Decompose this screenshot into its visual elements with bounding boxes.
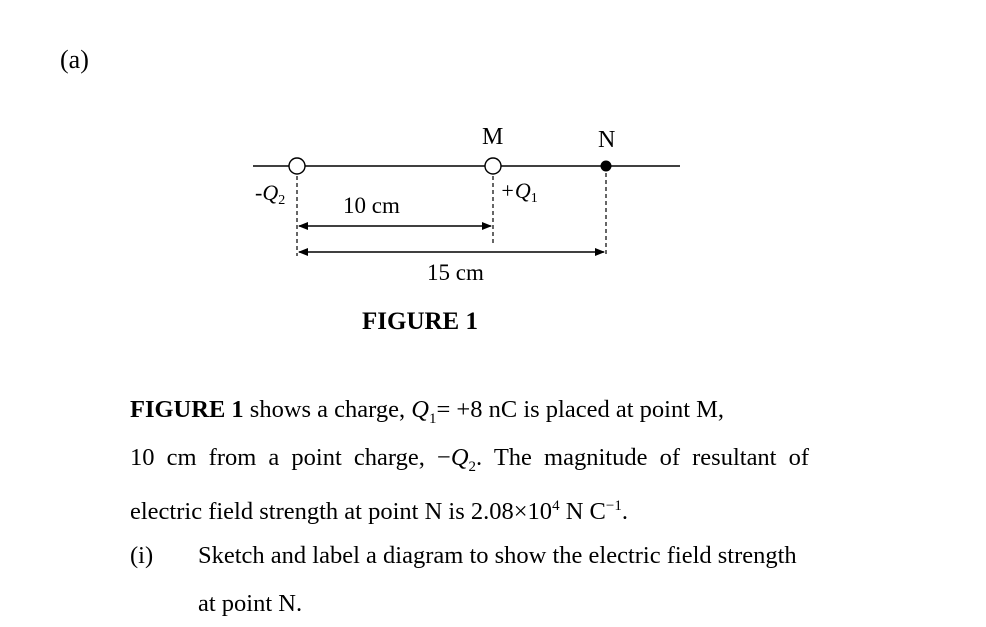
label-10cm: 10 cm (343, 193, 400, 218)
question-number: (i) (130, 542, 154, 569)
label-15cm: 15 cm (427, 260, 484, 285)
label-m: M (482, 124, 503, 150)
paragraph-line-3: electric field strength at point N is 2.… (130, 498, 628, 526)
figure-caption: FIGURE 1 (362, 308, 478, 335)
paragraph-line-2: 10 cm from a point charge, −Q2. The magn… (130, 444, 810, 475)
question-text-line-1: Sketch and label a diagram to show the e… (198, 542, 797, 569)
point-n-marker (600, 160, 612, 172)
paragraph-line-1: FIGURE 1 shows a charge, Q1= +8 nC is pl… (130, 396, 725, 427)
charge-q2-marker (288, 157, 306, 175)
part-label: (a) (60, 45, 89, 74)
charge-q1-marker (484, 157, 502, 175)
label-charge-q2: -Q2 (255, 180, 285, 208)
figure-ref: FIGURE 1 (130, 396, 244, 423)
question-text-line-2: at point N. (198, 590, 303, 617)
label-n: N (598, 127, 615, 153)
label-charge-q1: +Q1 (500, 178, 538, 206)
